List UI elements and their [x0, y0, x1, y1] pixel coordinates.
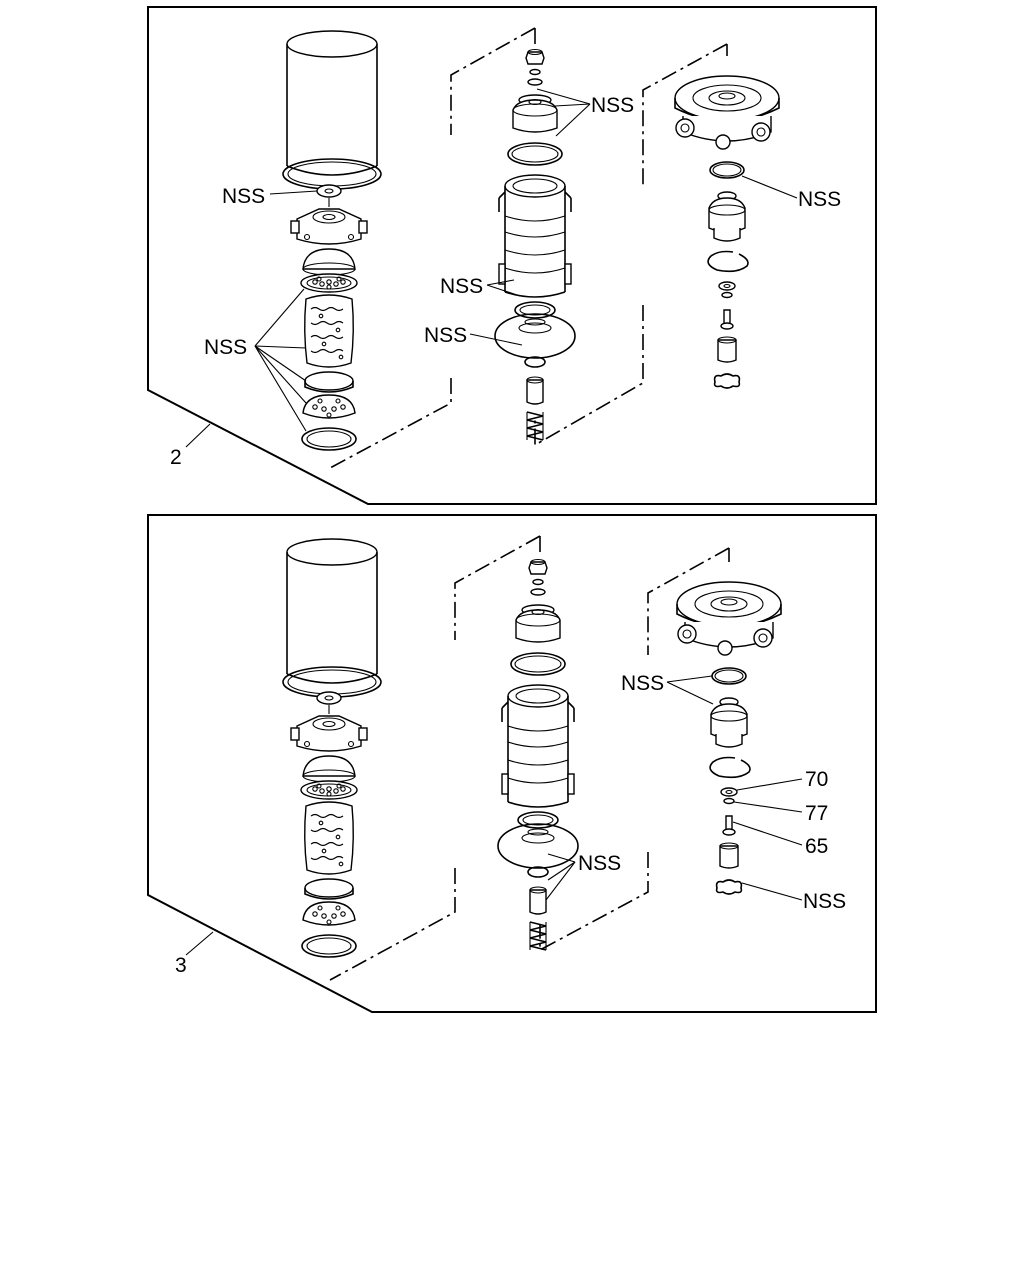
assembly-line	[647, 547, 730, 655]
callout-label: NSS	[591, 94, 634, 117]
desiccant-cartridge-stack	[290, 691, 368, 958]
purge-valve-stack	[676, 581, 782, 895]
diagram-3-frame	[147, 514, 877, 1013]
assembly-line	[454, 535, 541, 640]
diagram-id-label: 2	[170, 446, 182, 469]
diagram-id-label: 3	[175, 954, 187, 977]
diagram-2: NSS NSS NSS NSS NSS NSS 2	[147, 6, 877, 505]
callout-label: NSS	[204, 336, 247, 359]
callout-label: 70	[805, 768, 828, 791]
valve-housing-stack	[497, 558, 579, 951]
assembly-line	[329, 868, 456, 981]
assembly-line	[642, 43, 728, 185]
assembly-line	[539, 852, 649, 952]
valve-housing-stack	[494, 48, 576, 441]
assembly-line	[534, 305, 644, 447]
callout-label: NSS	[222, 185, 265, 208]
filter-canister	[282, 538, 382, 698]
callout-label: NSS	[578, 852, 621, 875]
callout-label: NSS	[440, 275, 483, 298]
filter-canister	[282, 30, 382, 190]
leader-lines	[185, 88, 798, 448]
desiccant-cartridge-stack	[290, 184, 368, 451]
callout-label: NSS	[621, 672, 664, 695]
callout-label: NSS	[803, 890, 846, 913]
assembly-line	[329, 378, 452, 469]
callout-label: NSS	[798, 188, 841, 211]
leader-lines	[185, 675, 803, 956]
callout-label: 77	[805, 802, 828, 825]
purge-valve-stack	[674, 75, 780, 389]
assembly-line	[450, 27, 536, 135]
diagram-2-frame	[147, 6, 877, 505]
diagram-3: NSS NSS 70 77 65 NSS 3	[147, 514, 877, 1013]
callout-label: 65	[805, 835, 828, 858]
callout-label: NSS	[424, 324, 467, 347]
